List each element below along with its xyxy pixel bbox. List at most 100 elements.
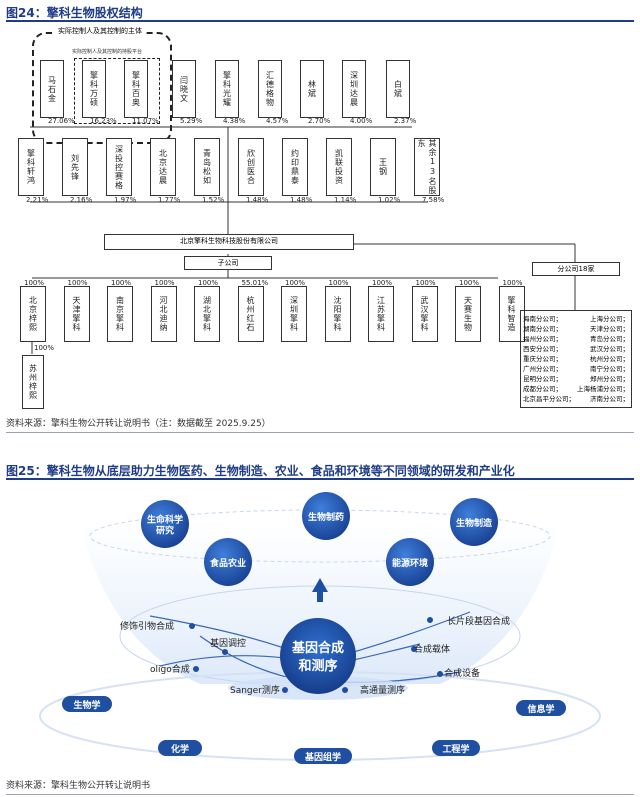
- branch-row: 广州分公司； 南宁分公司；: [523, 364, 629, 374]
- branch-name: 福州分公司；: [523, 335, 562, 343]
- tech-dot: [222, 649, 228, 655]
- tech-dot: [427, 617, 433, 623]
- tech-label: 高通量测序: [360, 684, 405, 696]
- branch-row: 重庆分公司；杭州分公司；: [523, 354, 629, 364]
- sub-sub-name: 苏州梓熙: [28, 364, 38, 400]
- shareholder-2-name: 擎科百奥: [131, 71, 141, 107]
- shareholder-2-pct: 11.07%: [132, 117, 159, 125]
- shareholder-4-name: 擎科光耀: [222, 71, 232, 107]
- subsidiary-8-name: 江苏擎科: [376, 296, 386, 332]
- branch-name: 成都分公司；: [523, 385, 562, 393]
- discipline-pill-label: 生物学: [73, 699, 100, 711]
- branch-row: 西安分公司；武汉分公司；: [523, 344, 629, 354]
- discipline-pill: [294, 748, 352, 764]
- branch-name: 昆明分公司；: [523, 375, 562, 383]
- domain-bubble-label: 食品农业: [209, 557, 246, 569]
- shareholder2-9-pct: 7.58%: [422, 196, 445, 204]
- subsidiary-4-box: 湖北擎科: [194, 286, 220, 342]
- shareholder2-0-name: 擎科轩鸿: [26, 149, 36, 185]
- shareholder-1-pct: 16.23%: [90, 117, 117, 125]
- up-arrow: [312, 578, 328, 602]
- tech-dot: [437, 671, 443, 677]
- branch-row: 福州分公司； 青岛分公司；: [523, 334, 629, 344]
- shareholder-8-box: 白斌: [386, 60, 410, 118]
- branch-name: 郑州分公司；: [590, 375, 629, 383]
- shareholder2-6-box: 约印鼎泰: [282, 138, 308, 196]
- domain-bubble: [302, 492, 350, 540]
- shareholder-7-name: 深圳达晨: [349, 71, 359, 107]
- shareholder-0-name: 马石金: [47, 75, 57, 103]
- subsidiary-10-pct: 100%: [459, 279, 480, 287]
- shareholder2-7-name: 凯联投资: [334, 149, 344, 185]
- branch-name: 南宁分公司；: [590, 365, 629, 373]
- subsidiary-2-pct: 100%: [111, 279, 132, 287]
- branch-name: 济南分公司；: [590, 395, 629, 403]
- subsidiary-3-pct: 100%: [154, 279, 175, 287]
- subsidiary-10-box: 天赛生物: [455, 286, 481, 342]
- core-circle: [280, 618, 356, 694]
- discipline-pill-label: 基因组学: [304, 751, 341, 763]
- shareholder2-0-pct: 2.21%: [26, 196, 49, 204]
- branch-name: 广州分公司；: [523, 365, 562, 373]
- shareholder2-2-box: 深投控赛格: [106, 138, 132, 196]
- branch-name: 天津分公司；: [590, 325, 629, 333]
- shareholder-4-pct: 4.38%: [223, 117, 246, 125]
- branch-row: 昆明分公司； 郑州分公司；: [523, 374, 629, 384]
- shareholder2-4-box: 青岛松如: [194, 138, 220, 196]
- discipline-pill: [62, 696, 112, 712]
- shareholder2-5-box: 欣创医合: [238, 138, 264, 196]
- shareholder-1-name: 擎科万硕: [89, 71, 99, 107]
- core-text-line1: 基因合成: [291, 640, 344, 656]
- fig24-source: 资料来源：擎科生物公开转让说明书（注：数据截至 2025.9.25）: [6, 419, 271, 429]
- branch-name: 上海杨浦分公司；: [577, 385, 629, 393]
- tech-label: oligo合成: [150, 663, 190, 675]
- shareholder-4-box: 擎科光耀: [215, 60, 239, 118]
- domain-bubble-label: 能源环境: [392, 557, 428, 569]
- branch-name: 上海分公司；: [590, 315, 629, 323]
- tech-dot: [189, 623, 195, 629]
- subsidiary-1-pct: 100%: [67, 279, 88, 287]
- ecosystem-diagram: 生命科学研究生物制药生物制造食品农业能源环境 修饰引物合成基因调控oligo合成…: [39, 492, 601, 764]
- shareholder2-3-box: 北京达晨: [150, 138, 176, 196]
- discipline-pill: [516, 700, 566, 716]
- domain-bubble: [386, 538, 434, 586]
- subsidiary-10-name: 天赛生物: [463, 296, 473, 332]
- shareholder-5-pct: 4.57%: [266, 117, 289, 125]
- branch-name: 青岛分公司；: [590, 335, 629, 343]
- domain-bubble-label: 研究: [156, 525, 174, 537]
- shareholder2-8-name: 王钢: [378, 158, 388, 176]
- subsidiary-3-box: 河北迪纳: [150, 286, 177, 342]
- shareholder-8-name: 白斌: [393, 80, 403, 98]
- subsidiary-0-pct: 100%: [24, 279, 45, 287]
- tech-label: 合成设备: [444, 667, 480, 679]
- shareholder2-8-box: 王钢: [370, 138, 396, 196]
- shareholder-8-pct: 2.37%: [394, 117, 417, 125]
- branch-row: 海南分公司； 上海分公司；: [523, 314, 629, 324]
- shareholder-6-pct: 2.70%: [308, 117, 331, 125]
- shareholder2-3-name: 北京达晨: [158, 149, 168, 185]
- subsidiary-0-box: 北京梓熙: [20, 286, 46, 342]
- shareholder-7-pct: 4.00%: [350, 117, 373, 125]
- tech-label: 合成载体: [414, 643, 450, 655]
- shareholder2-4-name: 青岛松如: [202, 149, 212, 185]
- shareholder-3-name: 闫晓文: [179, 75, 189, 103]
- fig24-title: 图24：擎科生物股权结构: [6, 6, 143, 20]
- branch-name: 海南分公司；: [523, 315, 562, 323]
- tech-label: 修饰引物合成: [120, 620, 174, 632]
- fig25-source: 资料来源：擎科生物公开转让说明书: [6, 781, 151, 791]
- shareholder2-3-pct: 1.77%: [158, 196, 181, 204]
- fig24-title-rule: [6, 20, 634, 22]
- shareholder2-5-name: 欣创医合: [246, 149, 256, 185]
- shareholder-2-box: 擎科百奥: [124, 60, 148, 118]
- connector-lines: [30, 126, 576, 354]
- subsidiary-6-pct: 100%: [285, 279, 306, 287]
- subsidiary-7-name: 沈阳擎科: [333, 296, 342, 332]
- branch-row: 湖南分公司；天津分公司；: [523, 324, 629, 334]
- controllers-label: 实际控制人及其控制的主体: [56, 26, 144, 36]
- subsidiary-9-box: 武汉擎科: [411, 286, 438, 342]
- tech-dot: [342, 687, 348, 693]
- fig25-title-rule: [6, 478, 634, 480]
- shareholder2-1-pct: 2.16%: [70, 196, 93, 204]
- funnel-shape: [80, 524, 560, 684]
- shareholder-0-pct: 27.06%: [48, 117, 75, 125]
